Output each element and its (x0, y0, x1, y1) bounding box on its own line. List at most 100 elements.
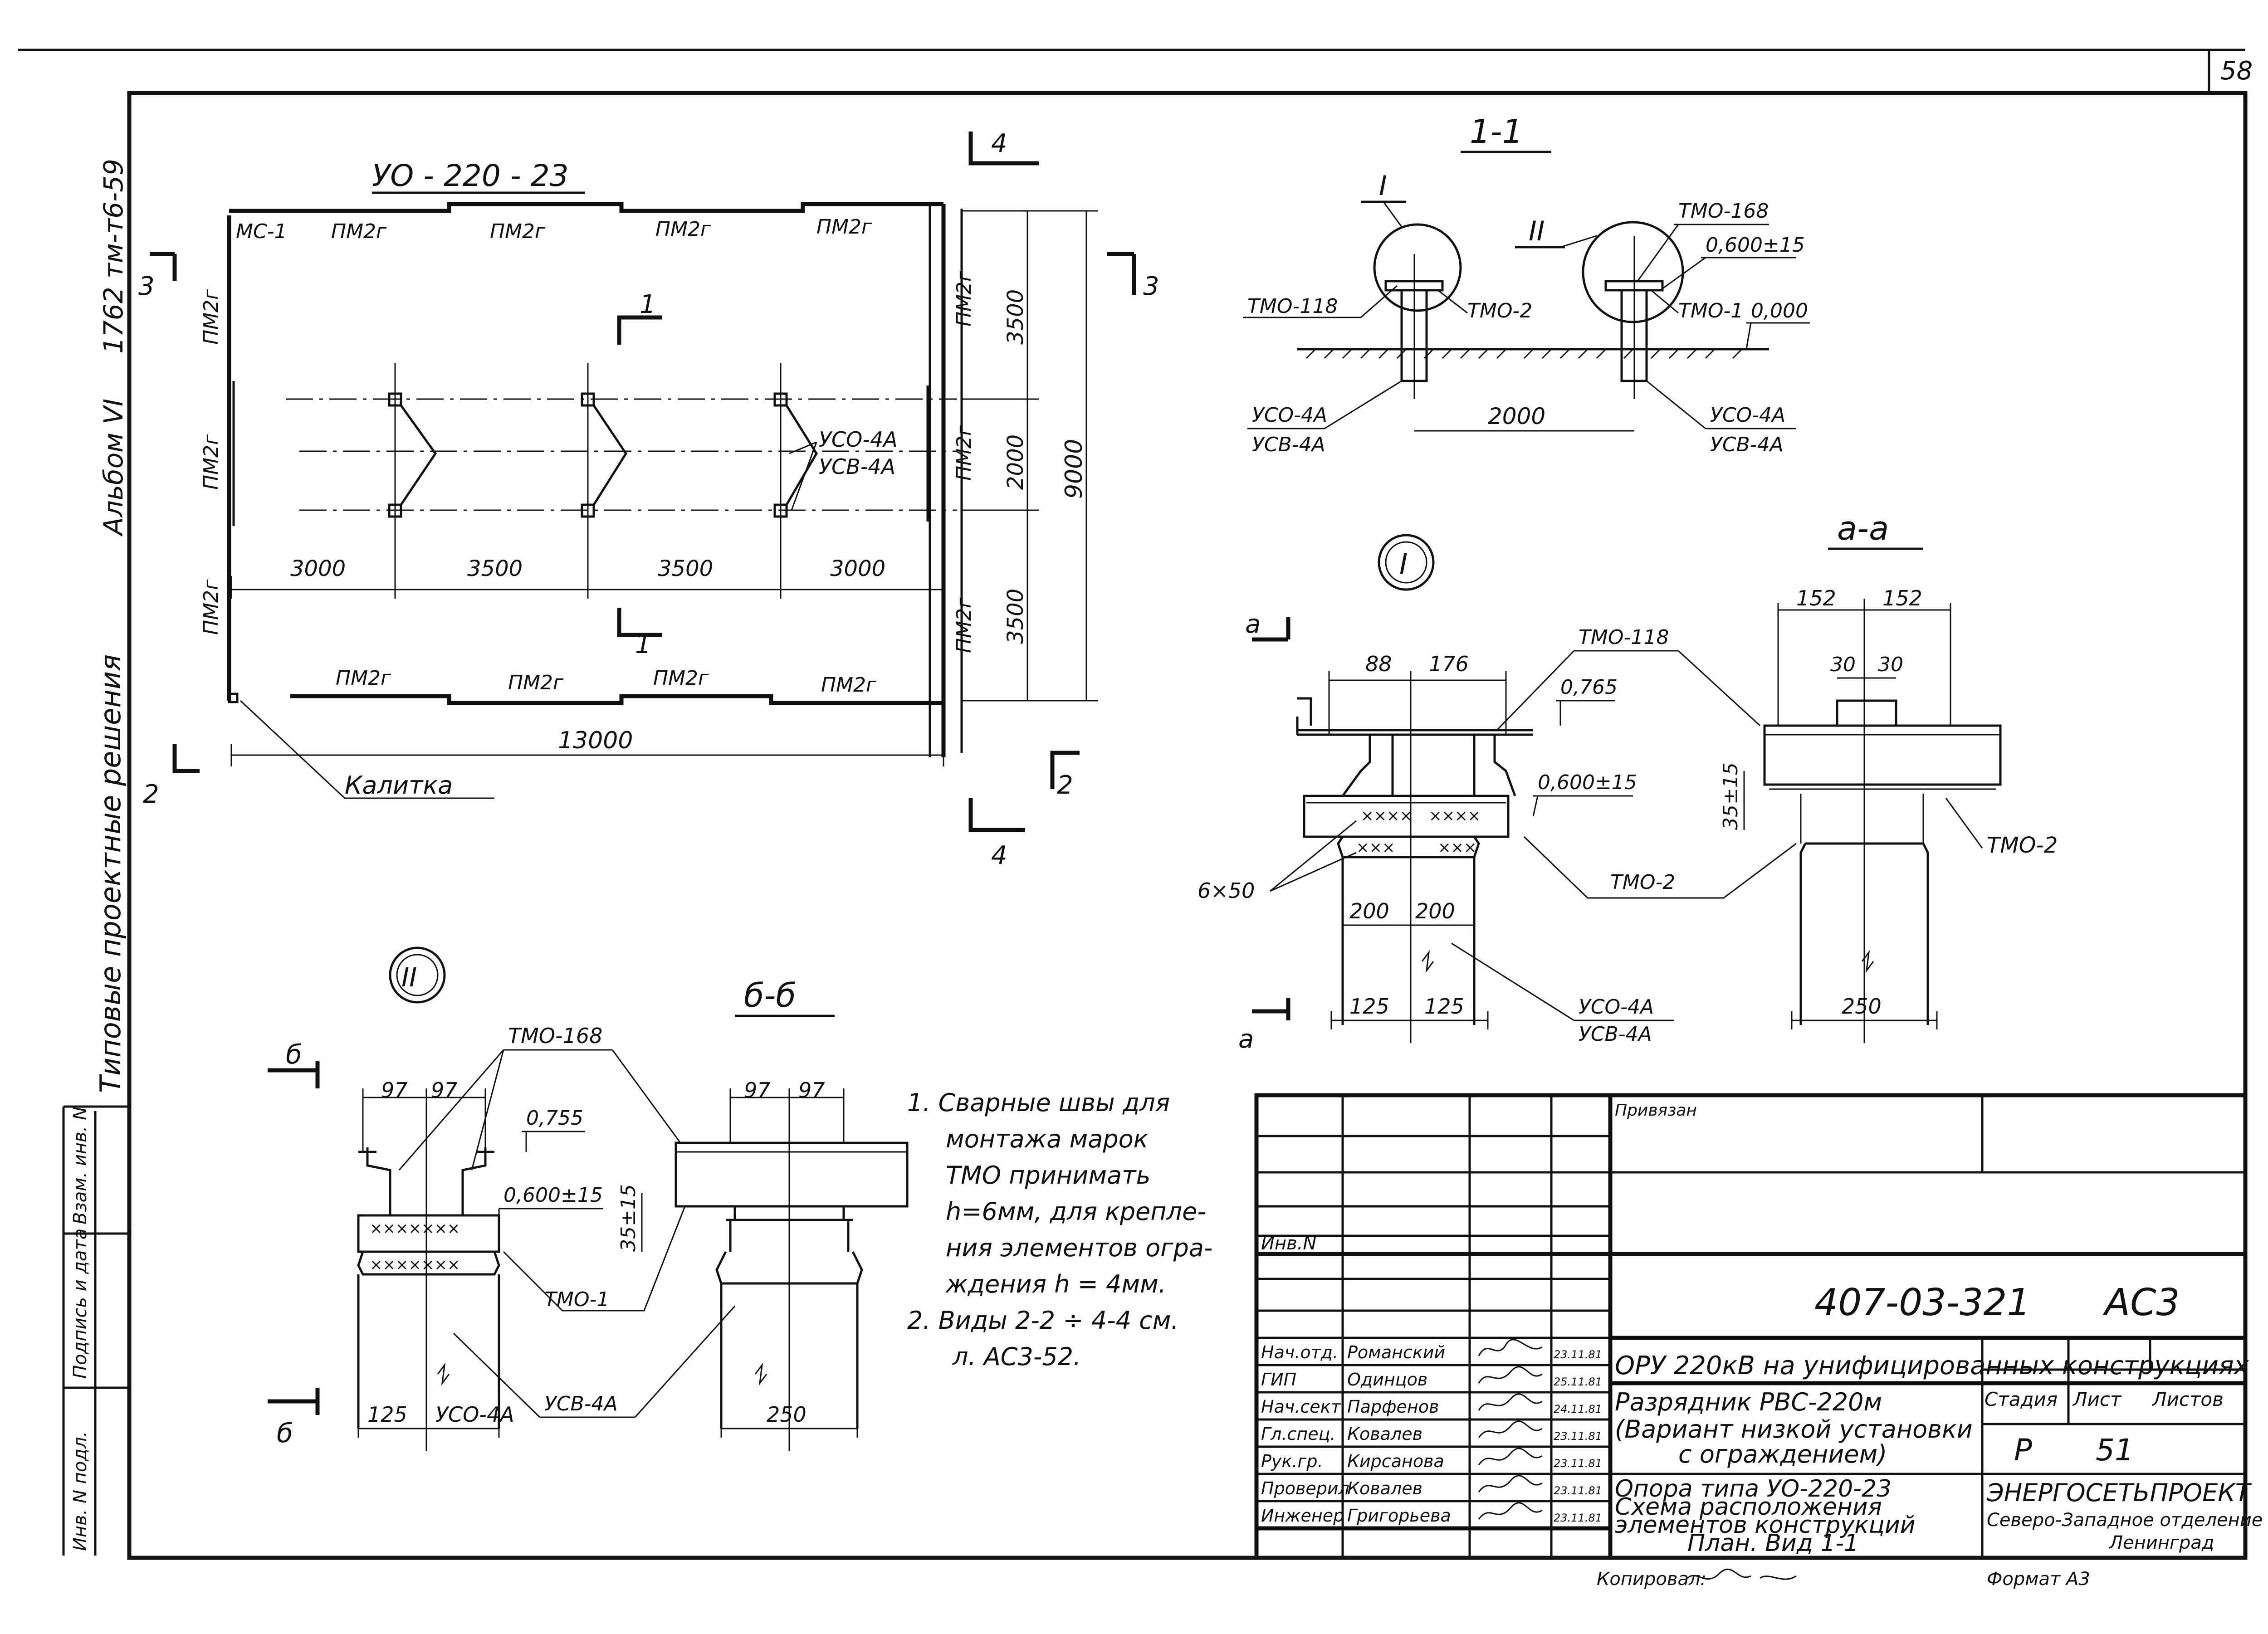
label: УСВ-4А (544, 1392, 618, 1415)
note-line: 2. Виды 2-2 ÷ 4-4 см. (907, 1306, 1179, 1335)
dim: 152 (1882, 586, 1922, 610)
sheet-code: АС3 (2102, 1281, 2180, 1324)
note-line: ния элементов огра- (946, 1234, 1212, 1262)
note-line: h=6мм, для крепле- (946, 1197, 1206, 1226)
label: 6×50 (1198, 878, 1255, 903)
stage-header: Стадия (1984, 1388, 2058, 1410)
gate-label: Калитка (345, 771, 453, 800)
note-line: монтажа марок (946, 1125, 1149, 1153)
signature (1686, 1568, 1797, 1580)
organization: ЭНЕРГОСЕТЬПРОЕКТ (1986, 1478, 2252, 1507)
section-mark: а (1245, 610, 1261, 639)
margin-series-title: Типовые проектные решения (94, 654, 127, 1093)
sheet-frame (127, 91, 2248, 1560)
section-a-a: а-а 152 152 30 30 35±15 ТМО-2 250 (1719, 509, 2058, 1043)
label: УСО-4А (1710, 404, 1785, 427)
note-line: ТМО принимать (946, 1161, 1150, 1190)
stamp-field: Инв. N подл. (70, 1431, 91, 1551)
stage: Р (2014, 1433, 2032, 1468)
signature (1478, 1366, 1543, 1384)
dim: 200 (1415, 899, 1455, 923)
svg-text:×××××××: ××××××× (370, 1256, 460, 1274)
section-mark: 4 (991, 841, 1007, 870)
label: ТМО-118 (1579, 626, 1669, 649)
organization: Северо-Западное отделение (1987, 1510, 2263, 1531)
label: 0,000 (1751, 299, 1808, 322)
panel-label: ПМ2г (653, 667, 709, 690)
staff-role: Нач.отд. (1261, 1342, 1338, 1362)
section-mark: 3 (138, 272, 155, 301)
dim: 97 (744, 1078, 771, 1102)
panel-label: ПМ2г (200, 579, 223, 635)
staff-date: 23.11.81 (1554, 1430, 1602, 1443)
dim-y: 3500 (1003, 289, 1028, 345)
staff-name: Романский (1347, 1342, 1445, 1362)
staff-name: Григорьева (1347, 1506, 1451, 1526)
signature (1478, 1502, 1543, 1520)
panel-label: ПМ2г (331, 220, 387, 243)
staff-date: 25.11.81 (1554, 1375, 1602, 1388)
panel-label: ПМ2г (953, 425, 976, 481)
copied-label: Копировал: (1597, 1569, 1706, 1590)
dim-x: 3500 (658, 556, 713, 581)
staff-name: Кирсанова (1347, 1451, 1444, 1471)
dim: 88 (1365, 652, 1392, 676)
dim: 35±15 (617, 1184, 640, 1252)
sheet-title: Схема расположения (1615, 1493, 1882, 1521)
section-mark: б (277, 1418, 293, 1449)
sheets-header: Листов (2151, 1388, 2224, 1410)
staff-role: Проверил (1261, 1478, 1349, 1498)
node-ref: II (1529, 215, 1545, 247)
label: ТМО-2 (1987, 833, 2058, 858)
dim: 125 (1349, 994, 1389, 1019)
dim-total-x: 13000 (558, 727, 633, 754)
signature (1478, 1393, 1543, 1411)
panel-label: ПМ2г (490, 220, 546, 243)
stamp-field: Подпись и дата (70, 1229, 91, 1379)
node-label: I (1399, 547, 1408, 580)
signature (1478, 1420, 1543, 1438)
label: 0,765 (1560, 676, 1618, 699)
dim: 125 (1424, 994, 1464, 1019)
section-mark: 3 (1143, 272, 1159, 301)
margin-album: Альбом VI (98, 399, 129, 537)
panel-label: ПМ2г (336, 667, 391, 690)
signature (1478, 1448, 1543, 1465)
drawing-title: с ограждением) (1678, 1440, 1887, 1468)
sheet-title: элементов конструкций (1615, 1512, 1916, 1539)
dim: 250 (1842, 994, 1882, 1019)
label: ТМО-1 (1678, 299, 1743, 322)
inv: Инв.N (1261, 1233, 1316, 1254)
staff-name: Ковалев (1347, 1478, 1422, 1498)
section-title: 1-1 (1470, 112, 1523, 151)
dim: 200 (1349, 899, 1389, 923)
section-1-1: 1-1 I II ТМО-168 0,600±15 ТМО-118 ТМО-2 … (1243, 112, 1810, 456)
panel-label: ПМ2г (200, 434, 223, 490)
staff-date: 23.11.81 (1554, 1484, 1602, 1497)
staff-role: ГИП (1261, 1370, 1296, 1390)
staff-date: 24.11.81 (1554, 1403, 1602, 1415)
staff-name: Парфенов (1347, 1397, 1439, 1417)
dim-total-y: 9000 (1061, 439, 1088, 499)
notes: 1. Сварные швы для монтажа марок ТМО при… (907, 1088, 1212, 1371)
label: 2000 (1488, 403, 1545, 429)
plan-title: УО - 220 - 23 (372, 158, 569, 193)
svg-text:××××: ×××× (1361, 807, 1413, 825)
label: УСВ-4А (1710, 433, 1784, 456)
privyazan: Привязан (1615, 1101, 1697, 1120)
panel-label: ПМ2г (655, 218, 711, 241)
dim: 97 (381, 1078, 408, 1102)
svg-text:×××: ××× (1438, 839, 1476, 857)
section-mark: 1 (640, 290, 656, 319)
svg-text:×××: ××× (1356, 839, 1395, 857)
node-II: II б б ××××××× ××××××× 97 97 ТМО-168 0,7… (268, 946, 736, 1451)
dim-x: 3000 (290, 556, 346, 581)
section-mark: 2 (143, 780, 159, 809)
note-line: л. АС3-52. (952, 1342, 1081, 1371)
support-label: УСВ-4А (819, 454, 895, 479)
section-mark: 4 (991, 129, 1007, 158)
label: ТМО-2 (1467, 299, 1532, 322)
dim: 30 (1830, 653, 1856, 676)
staff-role: Рук.гр. (1261, 1451, 1323, 1471)
panel-label: ПМ2г (953, 271, 976, 327)
